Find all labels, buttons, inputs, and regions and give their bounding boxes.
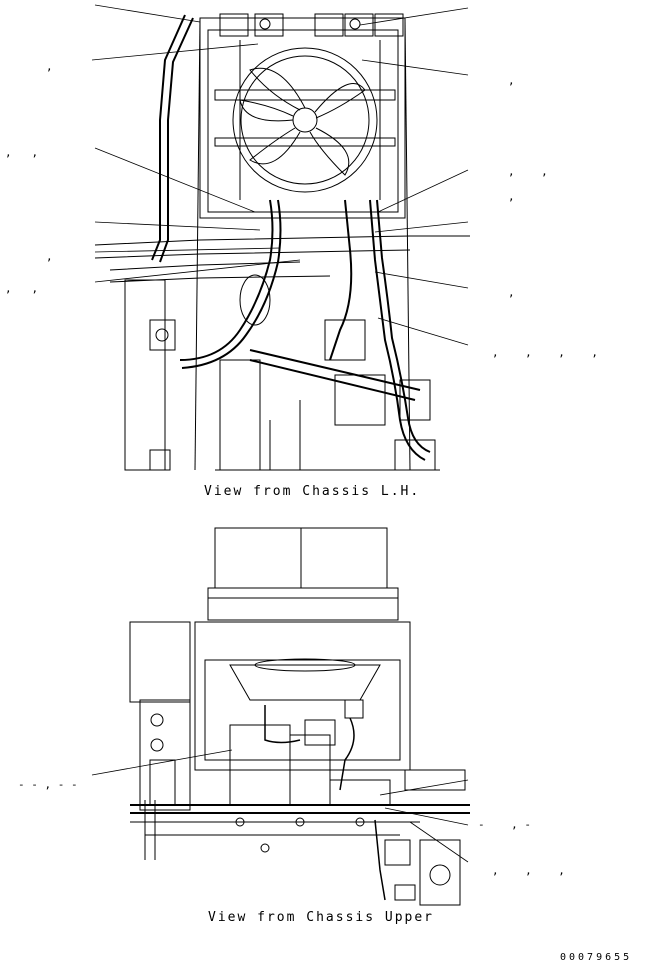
pump-unit <box>334 374 386 426</box>
fan-shroud <box>232 47 378 193</box>
fan-hub <box>292 107 318 133</box>
top-view-drawing <box>94 13 470 471</box>
callout-mark: , <box>508 74 515 87</box>
callout-mark: , <box>508 286 515 299</box>
top-view-leader-lines <box>91 4 469 346</box>
callout-mark: , <box>508 190 515 203</box>
callout-mark: , , , , <box>492 346 598 359</box>
top-clamp <box>219 13 249 37</box>
callout-mark: , <box>46 250 53 263</box>
callout-mark: , , <box>508 165 548 178</box>
callout-mark: , <box>46 60 53 73</box>
radiator-frame <box>199 17 406 219</box>
callout-mark: - , - <box>478 818 531 831</box>
bottom-view-caption: View from Chassis Upper <box>208 910 435 925</box>
bottom-view-drawing <box>129 527 470 906</box>
callout-mark: , , <box>5 146 39 159</box>
callout-mark: , , , <box>492 864 565 877</box>
bottom-view-leader-lines <box>91 749 469 863</box>
callout-mark: - - , - - <box>18 778 78 791</box>
fan-housing <box>194 621 411 771</box>
top-view-caption: View from Chassis L.H. <box>204 484 421 499</box>
document-number: 00079655 <box>560 952 633 963</box>
callout-mark: , , <box>5 282 39 295</box>
